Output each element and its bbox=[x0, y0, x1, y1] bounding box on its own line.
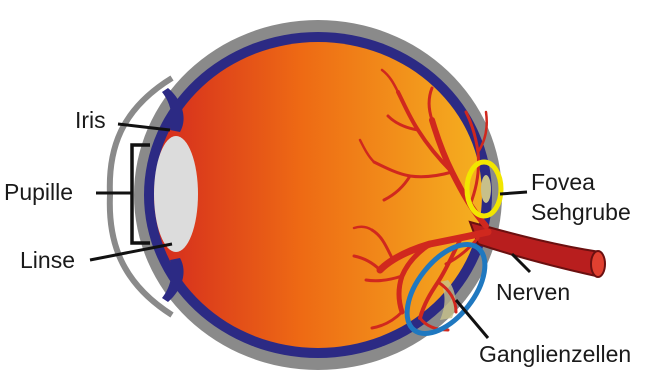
fovea-patch bbox=[481, 175, 491, 203]
label-sehgrube: Sehgrube bbox=[531, 199, 631, 225]
label-fovea: Fovea bbox=[531, 169, 595, 195]
label-nerven: Nerven bbox=[496, 279, 570, 305]
fovea-leader bbox=[500, 192, 527, 194]
label-linse: Linse bbox=[20, 247, 75, 273]
lens bbox=[154, 136, 198, 252]
label-iris: Iris bbox=[75, 107, 106, 133]
ganglien-leader bbox=[456, 300, 488, 338]
label-pupille: Pupille bbox=[4, 179, 73, 205]
label-ganglienzellen: Ganglienzellen bbox=[479, 341, 631, 367]
